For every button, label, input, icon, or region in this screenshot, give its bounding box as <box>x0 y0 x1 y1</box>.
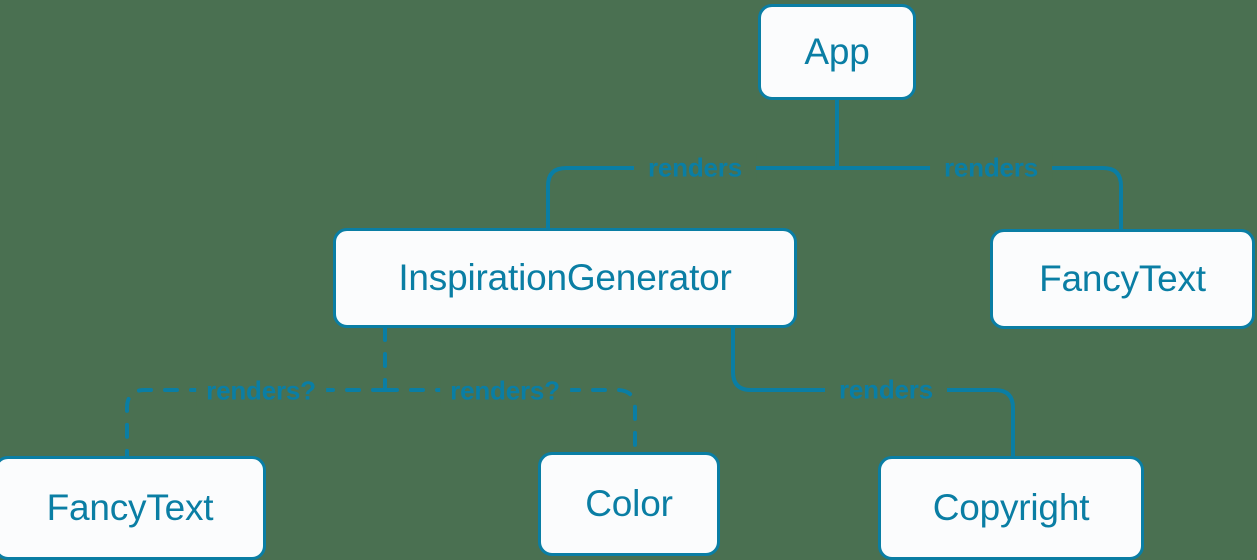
node-app-label: App <box>804 31 870 72</box>
edge-label-app-to-fancytext-top: renders <box>930 152 1052 184</box>
edge-label-app-to-inspirationgenerator: renders <box>634 152 756 184</box>
node-app[interactable]: App <box>758 4 916 100</box>
edge-inspirationgenerator-to-fancytext-bottom <box>125 388 387 458</box>
node-fancytext-bottom[interactable]: FancyText <box>0 456 266 560</box>
node-copyright[interactable]: Copyright <box>878 456 1144 560</box>
node-fancytext-bottom-label: FancyText <box>46 487 214 528</box>
node-color-label: Color <box>585 483 673 524</box>
node-copyright-label: Copyright <box>932 487 1090 528</box>
node-color[interactable]: Color <box>538 452 720 556</box>
node-fancytext-top-label: FancyText <box>1039 258 1206 299</box>
node-fancytext-top[interactable]: FancyText <box>990 229 1255 329</box>
edge-app-to-fancytext-top <box>835 166 1123 231</box>
edge-inspirationgenerator-to-color <box>383 388 637 454</box>
edge-label-inspirationgenerator-to-copyright: renders <box>825 374 947 406</box>
node-inspirationgenerator-label: InspirationGenerator <box>398 257 732 298</box>
node-inspirationgenerator[interactable]: InspirationGenerator <box>333 228 797 328</box>
edge-label-inspirationgenerator-to-fancytext-bottom: renders? <box>196 375 326 407</box>
edge-app-to-inspirationgenerator <box>546 166 839 230</box>
edge-label-inspirationgenerator-to-color: renders? <box>440 375 570 407</box>
